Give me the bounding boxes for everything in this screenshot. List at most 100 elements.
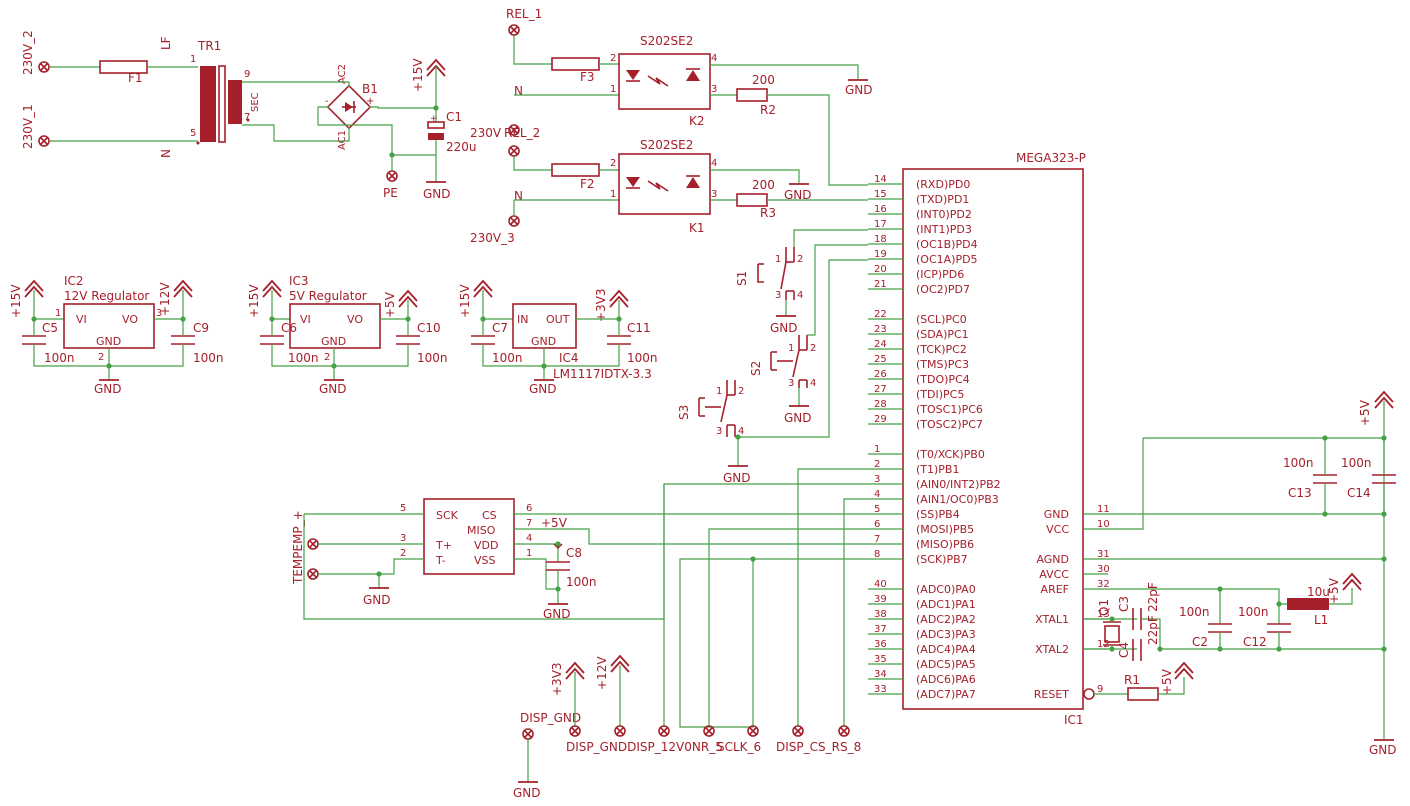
mcu-pin-33: 33(ADC7)PA7 — [868, 684, 976, 701]
mcu-pin-name: (TMS)PC3 — [916, 358, 969, 371]
bridge-b1-label: B1 — [362, 82, 378, 96]
svg-text:LM1117IDTX-3.3: LM1117IDTX-3.3 — [553, 367, 652, 381]
mcu-pin-name: XTAL2 — [1035, 643, 1069, 656]
svg-text:C3: C3 — [1117, 596, 1131, 612]
svg-text:N: N — [514, 189, 523, 203]
svg-text:4: 4 — [711, 158, 717, 169]
svg-text:+15V: +15V — [411, 58, 425, 92]
svg-text:100n: 100n — [566, 575, 597, 589]
terminal-pe[interactable] — [386, 170, 398, 182]
svg-text:C11: C11 — [627, 321, 651, 335]
svg-text:C10: C10 — [417, 321, 441, 335]
svg-text:22pF: 22pF — [1146, 615, 1160, 645]
svg-text:IN: IN — [517, 313, 528, 326]
terminal-rel-2[interactable] — [508, 145, 520, 157]
mcu-pin-number: 35 — [874, 654, 887, 665]
mcu-pin-number: 18 — [874, 234, 887, 245]
mcu-pin-name: (ADC7)PA7 — [916, 688, 976, 701]
svg-text:K2: K2 — [689, 114, 705, 128]
svg-text:GND: GND — [529, 382, 557, 396]
svg-text:GND: GND — [770, 321, 798, 335]
mcu-pin-18: 18(OC1B)PD4 — [868, 234, 978, 251]
mcu-pin-16: 16(INT0)PD2 — [868, 204, 972, 221]
transformer-tr1: TR1 PRI SEC — [188, 39, 261, 145]
mcu-pin-number: 13 — [1097, 609, 1110, 620]
svg-text:C9: C9 — [193, 321, 209, 335]
display-pin-2[interactable] — [614, 725, 626, 737]
svg-text:GND: GND — [531, 335, 556, 348]
mcu-pin-name: (SDA)PC1 — [916, 328, 969, 341]
mcu-pin-15: 15(TXD)PD1 — [868, 189, 969, 206]
mcu-pin-number: 23 — [874, 324, 887, 335]
svg-text:F3: F3 — [580, 70, 595, 84]
switch-s1[interactable]: S1 1 2 3 4 — [735, 247, 803, 301]
mcu-pin-name: (ADC4)PA4 — [916, 643, 976, 656]
fuse-f1-label: F1 — [128, 71, 143, 85]
svg-text:100n: 100n — [417, 351, 448, 365]
mcu-pin-name: (T1)PB1 — [916, 463, 959, 476]
svg-text:+: + — [430, 114, 438, 124]
mcu-pin-name: (ADC6)PA6 — [916, 673, 976, 686]
mains-input-section: 230V_2 230V_1 F1 LF N 1 5 TR1 PRI SEC 9 … — [21, 30, 340, 158]
mcu-pin-name: (MISO)PB6 — [916, 538, 974, 551]
svg-text:C6: C6 — [281, 321, 297, 335]
mcu-pin-name: AREF — [1041, 583, 1069, 596]
mcu-pin-name: (ICP)PD6 — [916, 268, 964, 281]
svg-text:GND: GND — [423, 187, 451, 201]
resistor-r2 — [736, 88, 768, 102]
terminal-disp-gnd[interactable] — [522, 728, 534, 740]
mcu-pin-name: (ADC5)PA5 — [916, 658, 976, 671]
terminal-temp-plus[interactable] — [307, 538, 319, 550]
switch-section: S1 1 2 3 4 GND S2 1 2 3 4 — [677, 229, 868, 485]
terminal-230v-1[interactable] — [38, 135, 50, 147]
svg-text:REL_1: REL_1 — [506, 7, 542, 21]
mcu-pin-name: (SCK)PB7 — [916, 553, 968, 566]
regulator-ic3 — [289, 303, 381, 349]
mcu-pin-name: (T0/XCK)PB0 — [916, 448, 985, 461]
label-230v-2: 230V_2 — [21, 30, 35, 75]
mcu-pin-name: (TOSC2)PC7 — [916, 418, 983, 431]
switch-s3[interactable]: S3 1 2 3 4 — [677, 380, 744, 437]
bridge-b1 — [326, 84, 372, 130]
mcu-pin-name: (RXD)PD0 — [916, 178, 970, 191]
mcu-pin-name: (TDO)PC4 — [916, 373, 970, 386]
mcu-pin-number: 31 — [1097, 549, 1110, 560]
mcu-right-pins: 11GND10VCC31AGND30AVCC32AREF13XTAL112XTA… — [1034, 504, 1110, 701]
terminal-rel-1[interactable] — [508, 24, 520, 36]
terminal-230v-3[interactable] — [508, 215, 520, 227]
svg-text:C13: C13 — [1288, 486, 1312, 500]
display-pin-3[interactable] — [658, 725, 670, 737]
mcu-pin-36: 36(ADC4)PA4 — [868, 639, 976, 656]
svg-text:100n: 100n — [44, 351, 75, 365]
mcu-pin-number: 10 — [1097, 519, 1110, 530]
terminal-230v-2[interactable] — [38, 61, 50, 73]
mcu-pin-number: 30 — [1097, 564, 1110, 575]
svg-text:VO: VO — [122, 313, 138, 326]
mcu-pin-39: 39(ADC1)PA1 — [868, 594, 976, 611]
svg-text:SCK: SCK — [436, 509, 459, 522]
svg-text:R3: R3 — [760, 206, 776, 220]
mcu-pin-name: (AIN1/OC0)PB3 — [916, 493, 999, 506]
mcu-pin-number: 17 — [874, 219, 887, 230]
svg-text:4: 4 — [526, 533, 532, 544]
svg-text:GND: GND — [321, 335, 346, 348]
svg-text:C12: C12 — [1243, 635, 1267, 649]
display-pin-6[interactable] — [792, 725, 804, 737]
svg-text:VI: VI — [300, 313, 311, 326]
mcu-pin-34: 34(ADC6)PA6 — [868, 669, 976, 686]
svg-text:PRI: PRI — [188, 94, 199, 110]
svg-text:R2: R2 — [760, 103, 776, 117]
display-pin-7[interactable] — [838, 725, 850, 737]
regulator-section: +15V IC2 12V Regulator VI VO GND 1 3 2 +… — [9, 274, 658, 396]
mcu-pin-number: 7 — [874, 534, 880, 545]
mcu-pin-number: 22 — [874, 309, 887, 320]
terminal-temp-minus[interactable] — [307, 568, 319, 580]
svg-text:200: 200 — [752, 73, 775, 87]
svg-text:2: 2 — [610, 53, 616, 64]
switch-s2[interactable]: S2 1 2 3 4 — [749, 335, 816, 389]
svg-text:2: 2 — [797, 254, 803, 265]
display-pin-1[interactable] — [569, 725, 581, 737]
